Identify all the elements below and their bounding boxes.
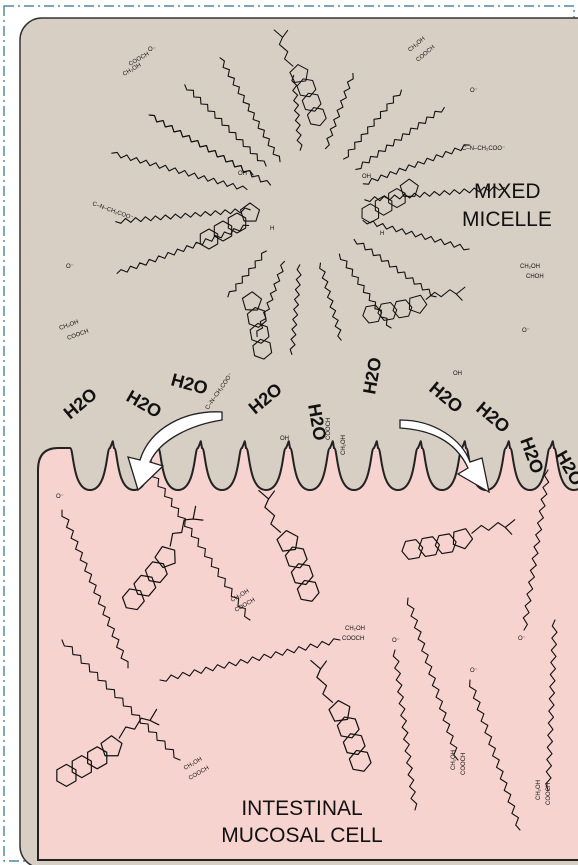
micelle-oh-3: OH [238, 171, 247, 177]
cell-glycerol-5: CH₂OH [451, 750, 457, 770]
micelle-oh-2: OH [453, 371, 462, 377]
cell-carboxylate-1: O⁻ [56, 494, 64, 500]
micelle-label-line1: MIXED [474, 180, 541, 203]
cell-carboxylate-3: O⁻ [392, 638, 400, 644]
micelle-oh-1: OH [280, 436, 289, 442]
cell-ester-2: COOCH [342, 636, 364, 642]
micelle-oh-4: OH [362, 174, 371, 180]
micelle-ester-4: CHOH [526, 274, 544, 280]
cell-label-line1: INTESTINAL [241, 797, 362, 820]
micelle-h-1: H [270, 226, 274, 232]
cell-ester-5: COOCH [461, 753, 467, 775]
cell-label-line2: MUCOSAL CELL [221, 824, 382, 847]
cell-ester-3: COOCH [546, 783, 552, 805]
micelle-carboxylate-2: O⁻ [470, 88, 478, 94]
micelle-carboxylate-4: O⁻ [522, 328, 530, 334]
cell-carboxylate-2: O⁻ [518, 636, 526, 642]
micelle-glycine-1: C–N–CH₂COO⁻ [462, 146, 505, 152]
cell-glycerol-2: CH₂OH [345, 626, 365, 632]
micelle-carboxylate-1: O⁻ [148, 47, 156, 53]
micelle-h-2: H [380, 231, 384, 237]
micelle-glycerol-4: CH₂OH [520, 264, 540, 270]
micelle-label-line2: MICELLE [462, 208, 552, 231]
micelle-glycerol-5: CH₂OH [341, 435, 347, 455]
cell-carboxylate-4: O⁻ [470, 668, 478, 674]
micelle-carboxylate-3: O⁻ [66, 264, 74, 270]
cell-glycerol-3: CH₂OH [536, 780, 542, 800]
